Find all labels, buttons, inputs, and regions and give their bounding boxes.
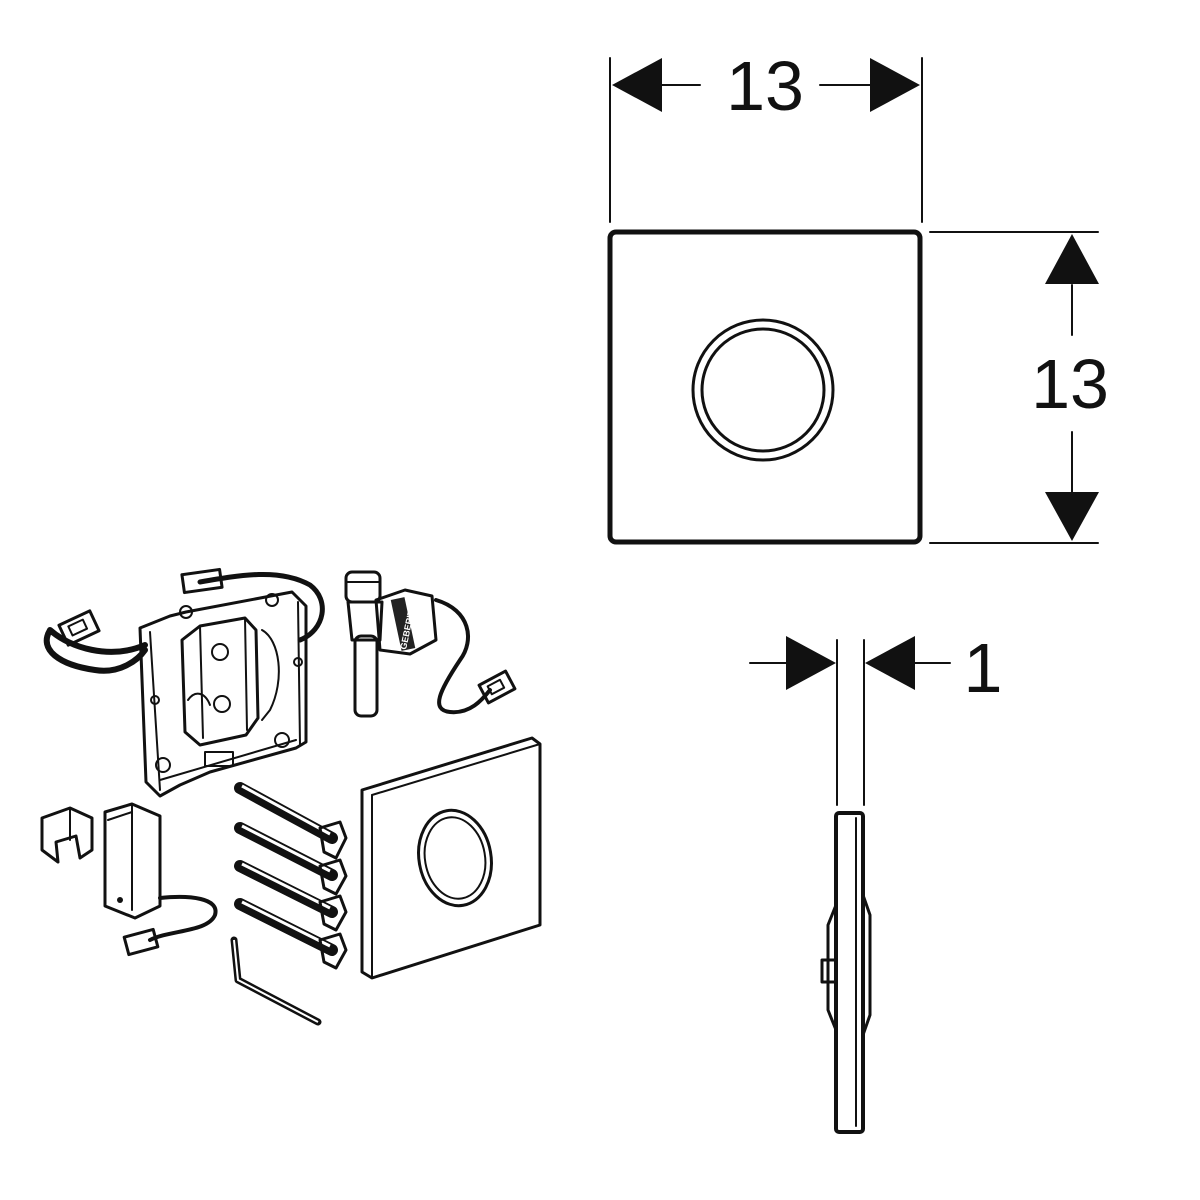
arrowhead-thickness-left — [786, 636, 836, 690]
cable-with-plug-left — [43, 609, 148, 674]
flush-plate-perspective — [360, 736, 542, 980]
perspective-button-ring-inner — [423, 816, 487, 900]
actuator-button-ring-inner — [700, 327, 826, 453]
arrowhead-right — [870, 58, 920, 112]
flush-plate-profile — [834, 811, 865, 1134]
actuator-button-ring-outer — [691, 318, 835, 462]
control-unit — [103, 802, 218, 957]
screw-3 — [234, 860, 348, 932]
arrowhead-left — [612, 58, 662, 112]
component-set: GEBERIT — [40, 567, 542, 1026]
mounting-frame — [138, 590, 308, 798]
plug-top — [180, 567, 224, 595]
rj-plug-left — [57, 609, 101, 647]
flush-plate-front — [607, 229, 923, 545]
width-label: 13 — [726, 47, 804, 125]
side-view: 1 — [749, 629, 1003, 1134]
screw-2 — [234, 822, 348, 896]
perspective-button-ring-outer — [417, 808, 493, 908]
cable-clip — [40, 806, 94, 864]
thickness-label: 1 — [964, 629, 1003, 707]
front-view — [607, 229, 923, 545]
allen-key — [230, 936, 322, 1026]
arrowhead-down — [1045, 492, 1099, 541]
mounting-clip — [820, 958, 838, 984]
rj-plug-right — [477, 669, 517, 705]
screw-4 — [234, 898, 348, 970]
arrowhead-up — [1045, 234, 1099, 284]
height-label: 13 — [1031, 345, 1109, 423]
arrowhead-thickness-right — [865, 636, 915, 690]
fixing-screws — [234, 782, 348, 970]
height-dimension: 13 — [929, 231, 1109, 544]
solenoid-valve: GEBERIT — [344, 570, 517, 718]
plug-bottom — [122, 927, 160, 957]
screw-1 — [234, 782, 348, 860]
width-dimension: 13 — [609, 47, 923, 223]
